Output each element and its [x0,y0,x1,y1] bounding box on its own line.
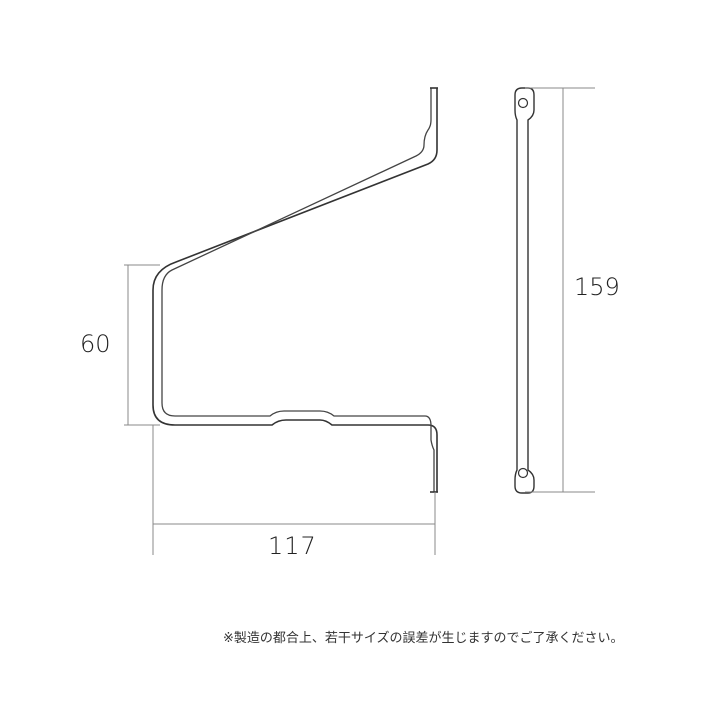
dimension-width-label: 117 [268,532,317,560]
dimension-height-label: 60 [80,330,111,358]
bracket-front-outline [514,87,535,494]
manufacturing-note: ※製造の都合上、若干サイズの誤差が生じますのでご了承ください。 [223,631,624,646]
dimension-length-label: 159 [574,273,620,301]
bracket-side-inner [161,88,435,492]
hole-bottom [517,467,529,479]
hole-top [517,97,529,109]
bracket-side-outer [152,88,438,492]
